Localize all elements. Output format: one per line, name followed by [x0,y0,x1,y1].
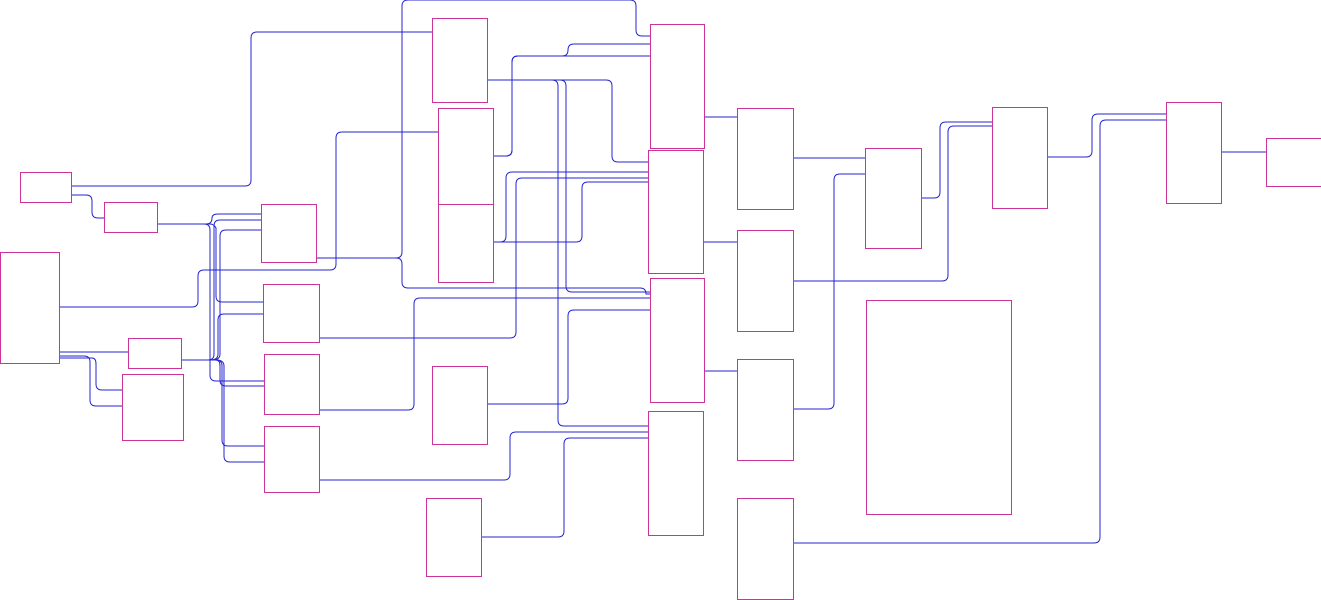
connector-wire [181,359,264,447]
connector-wire [316,0,650,259]
block-node[interactable] [263,284,320,343]
connector-wire [319,177,648,339]
block-node[interactable] [20,172,72,203]
block-node[interactable] [1266,138,1321,187]
connector-wire [487,79,648,163]
block-node[interactable] [650,278,705,403]
block-node[interactable] [737,108,794,210]
connector-wire [493,43,650,157]
block-node[interactable] [104,202,158,233]
connector-wire [793,125,992,282]
block-node[interactable] [737,498,794,600]
block-node[interactable] [128,338,182,369]
connector-wire [71,194,104,219]
block-node[interactable] [438,204,494,283]
block-node[interactable] [432,18,488,103]
block-node[interactable] [737,230,794,332]
block-node[interactable] [650,24,705,149]
wire-layer [59,0,1266,544]
block-node[interactable] [0,252,60,364]
block-node[interactable] [865,148,922,249]
block-node[interactable] [1166,102,1222,204]
block-node[interactable] [261,204,317,263]
block-node[interactable] [866,300,1012,515]
block-node[interactable] [992,107,1048,209]
block-node[interactable] [122,374,184,441]
connector-wire [319,431,648,481]
connector-wire [181,359,264,463]
connector-wire [481,437,648,538]
block-node[interactable] [648,411,704,536]
connector-wire [487,79,650,293]
connector-wire [793,119,1166,544]
node-layer [0,18,1321,600]
block-node[interactable] [264,426,320,493]
connector-wire [59,355,122,407]
connector-wire [493,55,650,157]
connector-wire [1047,113,1166,158]
connector-wire [487,309,650,405]
connector-wire [59,131,438,308]
connector-wire [921,121,992,199]
connector-wire [319,297,650,411]
connector-wire [71,31,432,187]
block-node[interactable] [438,108,494,205]
connector-wire [181,229,261,361]
connector-wire [316,257,650,295]
connector-wire [59,357,122,391]
connector-wire [793,173,865,410]
connector-wire [181,313,263,361]
block-node[interactable] [648,150,704,274]
connector-wire [157,213,261,225]
block-node[interactable] [737,359,794,461]
connector-wire [493,181,648,243]
connector-wire [181,219,261,361]
block-node[interactable] [264,354,320,415]
connector-wire [487,79,648,427]
block-node[interactable] [426,498,482,577]
block-node[interactable] [432,366,488,445]
